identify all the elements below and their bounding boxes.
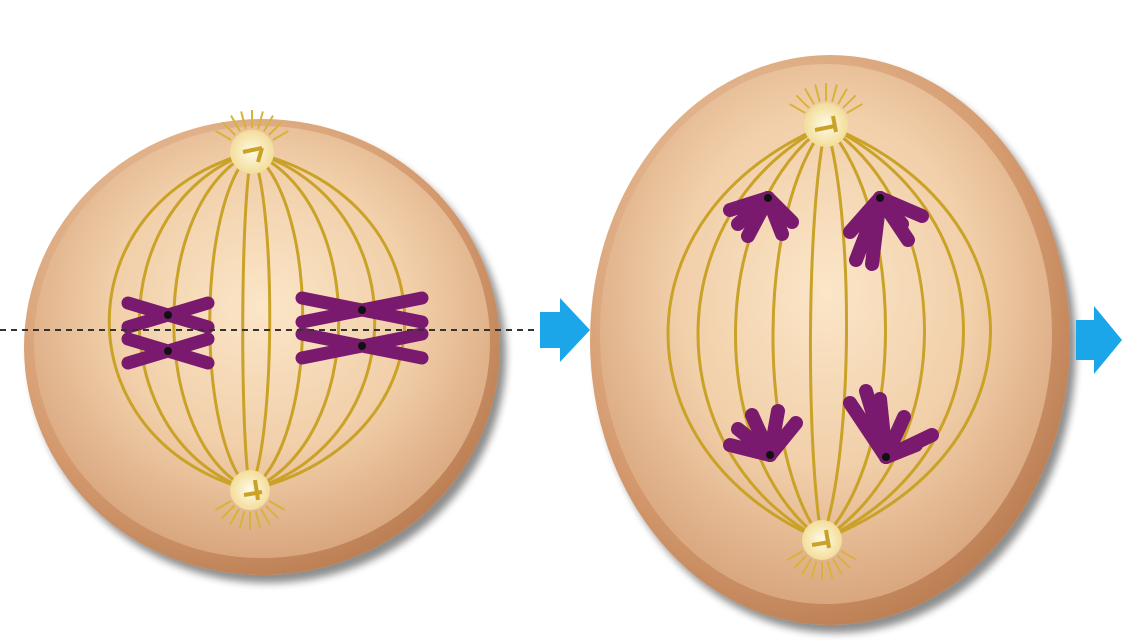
centrosome-bottom (802, 520, 842, 560)
caption-strip (0, 0, 1124, 18)
centromere (164, 311, 172, 319)
centromere (358, 342, 366, 350)
right-arrow-icon (540, 298, 590, 362)
right-arrow-icon (1076, 306, 1122, 374)
centrosome-top (804, 103, 848, 147)
centromere (358, 306, 366, 314)
centrosome-bottom (230, 470, 270, 510)
centromere (766, 451, 774, 459)
cell-anaphase (590, 55, 1070, 625)
centromere (876, 194, 884, 202)
centromere (882, 453, 890, 461)
cell-metaphase (24, 110, 500, 575)
centromere (764, 194, 772, 202)
centromere (164, 347, 172, 355)
